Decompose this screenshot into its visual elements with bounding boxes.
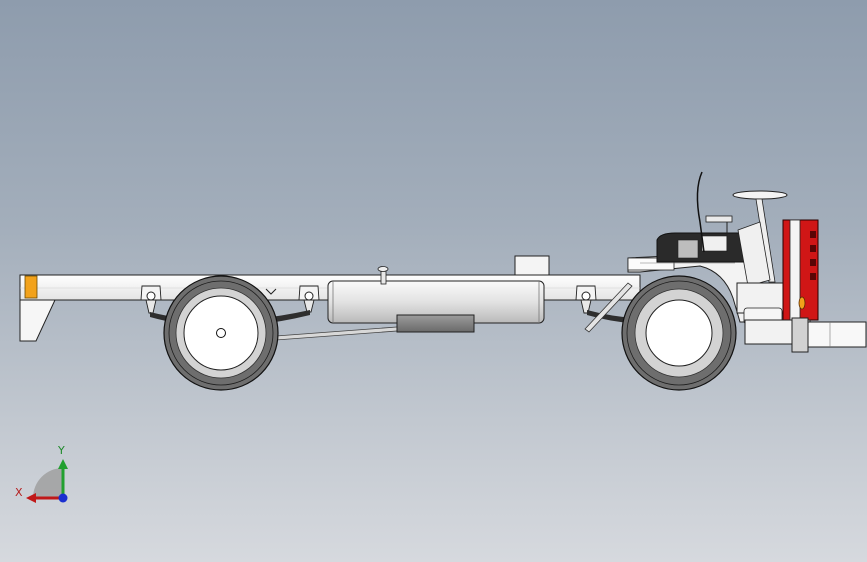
spring-hanger-front [575,285,597,314]
x-axis-label: X [15,486,23,499]
seat [696,171,733,253]
battery-box [396,314,475,333]
triad-plane-indicator [33,468,63,498]
fuel-cap [377,266,389,285]
front-strut [584,282,633,333]
engine-block [656,232,753,263]
frame-notch-mark [265,288,277,295]
y-axis-label: Y [58,444,65,457]
spring-hanger-rear-1 [140,285,162,314]
rear-bumper-bracket [19,299,56,342]
air-box [514,255,550,276]
coordinate-triad [26,459,68,503]
steering-wheel [732,190,788,283]
rear-wheel [163,275,279,391]
radiator [782,219,819,321]
rear-marker-light [24,275,38,299]
torque-rod [275,325,411,341]
front-bumper [744,317,867,353]
front-wheel [621,275,737,391]
spring-hanger-rear-2 [298,285,320,313]
z-axis-arrow [58,493,68,503]
